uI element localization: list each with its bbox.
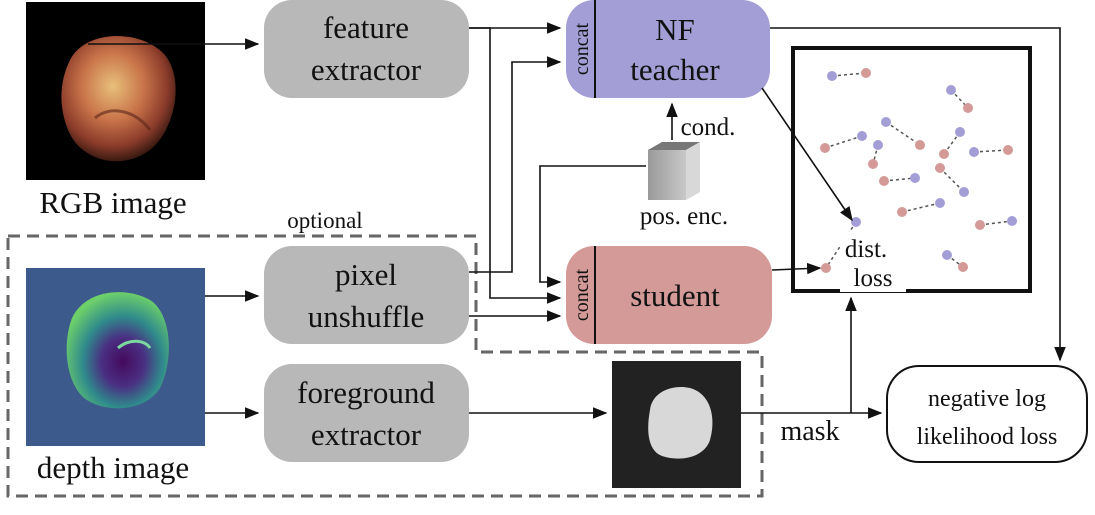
student-concat-label: concat <box>571 268 593 321</box>
foreground-extractor-line2: extractor <box>311 417 422 452</box>
feature-extractor-block: feature extractor <box>264 0 469 98</box>
teacher-concat-label: concat <box>571 22 593 75</box>
optional-region <box>6 234 764 498</box>
feature-extractor-line1: feature <box>323 10 409 45</box>
foreground-extractor-block: foreground extractor <box>264 364 469 462</box>
feature-pairs <box>824 72 1013 269</box>
student-label: student <box>630 278 720 313</box>
pixel-unshuffle-line2: unshuffle <box>308 299 425 334</box>
rgb-image <box>26 2 205 180</box>
foreground-extractor-line1: foreground <box>297 375 435 410</box>
nf-teacher-line2: teacher <box>630 52 720 87</box>
pos-enc-cube <box>648 142 700 200</box>
connectors <box>88 22 1066 419</box>
cond-label: cond. <box>681 114 736 141</box>
dist-loss-line1: dist. <box>845 236 887 263</box>
pos-enc-label: pos. enc. <box>640 203 728 230</box>
nll-loss-line2: likelihood loss <box>917 424 1058 450</box>
depth-image-label: depth image <box>37 450 189 485</box>
depth-image <box>26 268 205 446</box>
feature-extractor-line2: extractor <box>311 52 422 87</box>
mask-image <box>612 361 741 488</box>
mask-label: mask <box>780 416 839 447</box>
nll-loss-line1: negative log <box>928 386 1046 412</box>
feature-dots <box>820 68 1017 273</box>
student-block: concat student <box>566 246 772 344</box>
dist-loss-panel: dist. loss <box>791 46 1032 293</box>
pixel-unshuffle-block: pixel unshuffle <box>264 246 469 344</box>
nll-loss-block: negative log likelihood loss <box>886 365 1088 463</box>
rgb-image-label: RGB image <box>39 185 186 220</box>
nf-teacher-block: concat NF teacher <box>566 0 770 98</box>
nf-teacher-line1: NF <box>655 12 695 47</box>
pixel-unshuffle-line1: pixel <box>335 257 397 292</box>
dist-loss-line2: loss <box>854 265 893 292</box>
optional-label: optional <box>287 208 362 233</box>
